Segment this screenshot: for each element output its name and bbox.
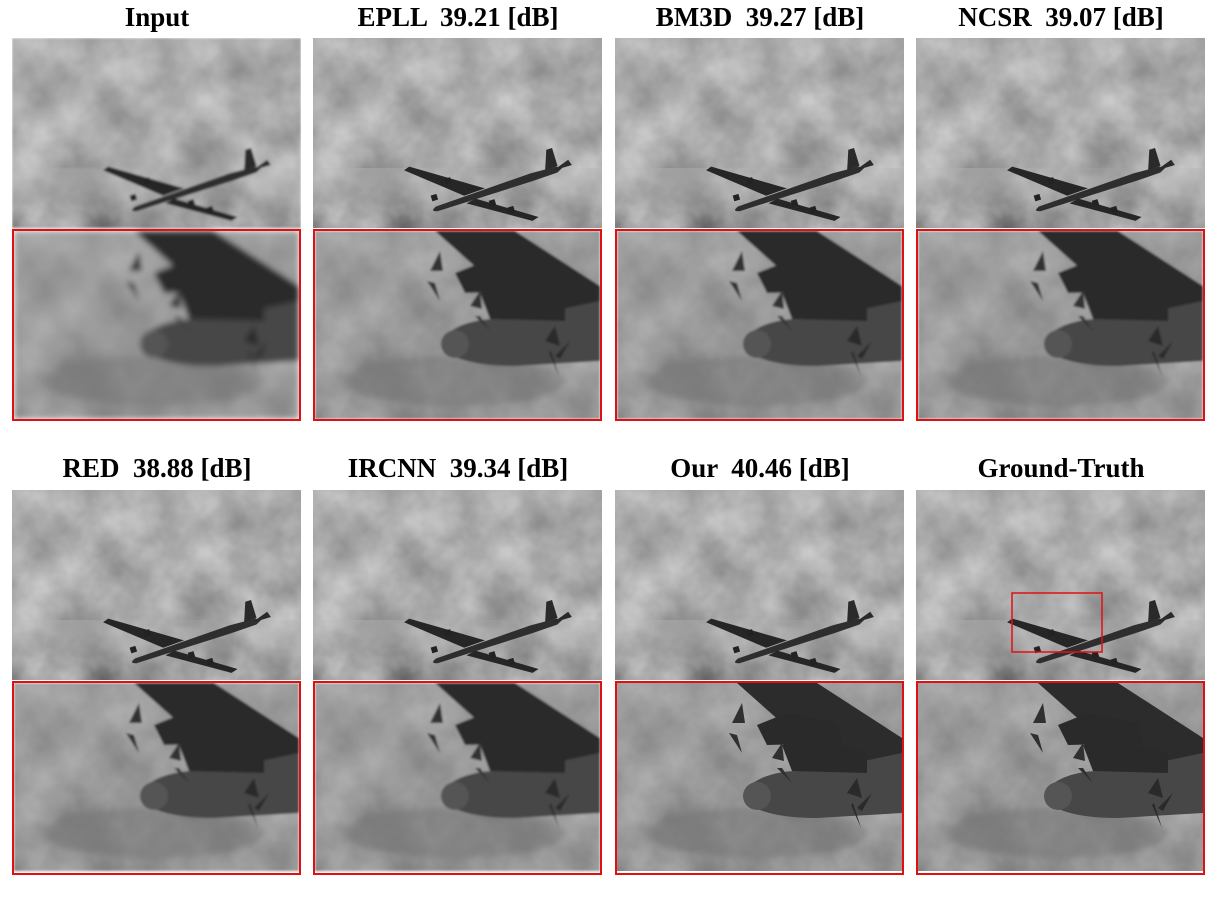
epll-image: [313, 38, 602, 421]
panel-title-ncsr: NCSR 39.07 [dB]: [958, 2, 1164, 32]
panel-epll: [313, 38, 602, 421]
bm3d-image: [615, 38, 904, 421]
zoom-frame: [12, 229, 301, 421]
panel-title-red: RED 38.88 [dB]: [62, 453, 252, 483]
panel-ground-truth: [916, 490, 1205, 875]
ground-truth-image: [916, 490, 1205, 875]
panel-our: [615, 490, 904, 875]
our-image: [615, 490, 904, 875]
panel-title-input: Input: [124, 2, 190, 32]
panel-title-our: Our 40.46 [dB]: [670, 453, 850, 483]
ircnn-image: [313, 490, 602, 875]
panel-title-ircnn: IRCNN 39.34 [dB]: [347, 453, 569, 483]
zoom-frame: [615, 229, 904, 421]
panel-bm3d: [615, 38, 904, 421]
ncsr-image: [916, 38, 1205, 421]
zoom-frame: [12, 681, 301, 875]
zoom-frame: [313, 229, 602, 421]
red-image: [12, 490, 301, 875]
panel-ncsr: [916, 38, 1205, 421]
zoom-region-marker: [1011, 592, 1103, 653]
panel-title-epll: EPLL 39.21 [dB]: [357, 2, 559, 32]
input-image: [12, 38, 301, 421]
panel-input: [12, 38, 301, 421]
panel-ircnn: [313, 490, 602, 875]
panel-title-ground-truth: Ground-Truth: [977, 453, 1145, 483]
zoom-frame: [313, 681, 602, 875]
panel-title-bm3d: BM3D 39.27 [dB]: [655, 2, 865, 32]
zoom-frame: [916, 229, 1205, 421]
zoom-frame: [615, 681, 904, 875]
zoom-frame: [916, 681, 1205, 875]
panel-red: [12, 490, 301, 875]
